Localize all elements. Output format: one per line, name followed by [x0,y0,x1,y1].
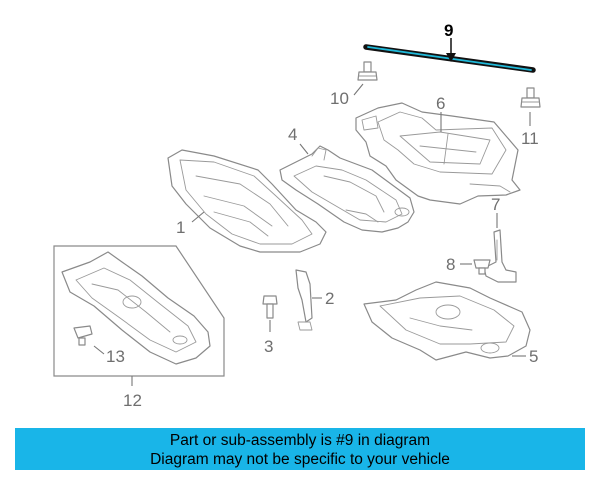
callout-2[interactable]: 2 [325,289,334,308]
inset-12: 13 [53,245,225,377]
callout-12[interactable]: 12 [123,391,142,410]
callout-7[interactable]: 7 [491,195,500,214]
callout-5[interactable]: 5 [529,347,538,366]
callout-8[interactable]: 8 [446,255,455,274]
banner-line-2: Diagram may not be specific to your vehi… [150,451,450,468]
callout-11[interactable]: 11 [521,129,539,148]
callout-1[interactable]: 1 [176,218,185,237]
leader-1 [191,211,205,223]
part-8-clip[interactable] [473,259,491,275]
part-3-bolt[interactable] [262,295,278,319]
part-10-bolt[interactable] [357,61,378,81]
info-banner: Part or sub-assembly is #9 in diagram Di… [15,428,585,470]
callout-9[interactable]: 9 [444,21,453,40]
callout-4[interactable]: 4 [288,125,297,144]
part-6-shield[interactable] [355,102,521,205]
callout-13[interactable]: 13 [106,347,125,366]
leader-4 [299,143,309,155]
callout-3[interactable]: 3 [264,337,273,356]
leader-13 [93,345,105,355]
part-2-bracket[interactable] [295,269,313,331]
callout-6[interactable]: 6 [436,94,445,113]
leader-9-arrow [446,53,456,62]
callout-10[interactable]: 10 [330,89,349,108]
part-13-clip[interactable] [73,325,93,346]
part-12-shield[interactable] [61,251,211,365]
part-11-bolt[interactable] [520,87,541,108]
part-4-shield[interactable] [279,145,415,233]
part-1-shield[interactable] [167,149,327,253]
part-7-bracket[interactable] [483,229,517,283]
part-5-shield[interactable] [363,281,531,361]
inset-frame [53,245,225,377]
leader-10 [353,83,364,96]
banner-line-1: Part or sub-assembly is #9 in diagram [169,432,431,449]
